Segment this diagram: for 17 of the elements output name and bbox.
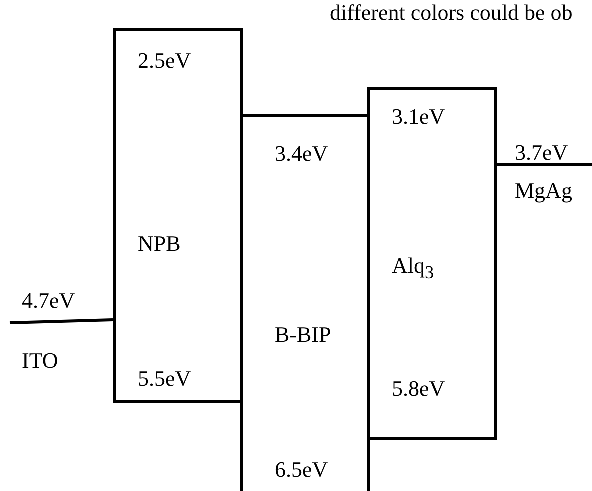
energy-value: 3.1eV <box>392 104 446 130</box>
energy-level-box <box>367 87 497 440</box>
electrode-name: MgAg <box>515 178 572 204</box>
energy-level-box <box>240 114 370 491</box>
energy-value: 5.8eV <box>392 376 446 402</box>
material-name: B-BIP <box>275 322 332 348</box>
energy-value: 2.5eV <box>138 48 192 74</box>
material-name: Alq$_{3}$ <box>392 253 434 284</box>
energy-value: 4.7eV <box>22 288 76 314</box>
energy-value: 5.5eV <box>138 366 192 392</box>
material-name: NPB <box>138 231 181 257</box>
energy-value: 3.7eV <box>515 140 568 166</box>
electrode-name: ITO <box>22 348 58 374</box>
energy-level-box <box>113 28 243 403</box>
energy-value: 3.4eV <box>275 141 328 167</box>
energy-value: 6.5eV <box>275 457 328 483</box>
body-text: different colors could be ob <box>330 0 573 26</box>
